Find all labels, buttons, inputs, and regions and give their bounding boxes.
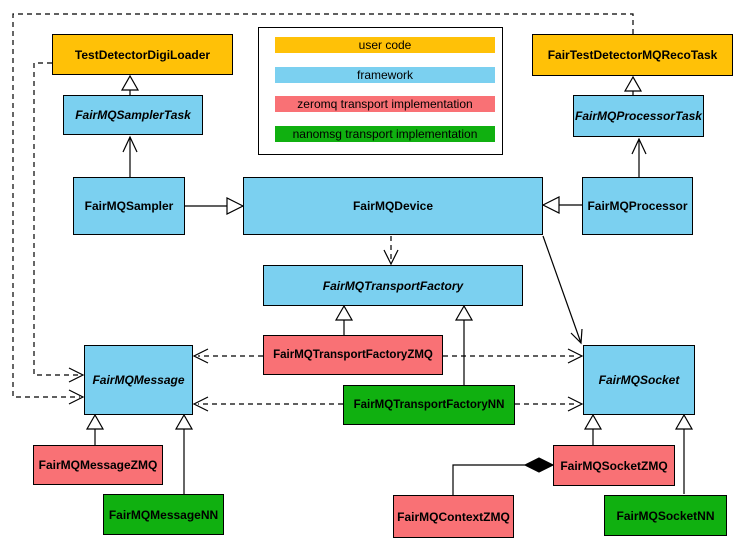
node-fairmq-socket: FairMQSocket xyxy=(583,345,695,415)
edge-device-transportfactory-dashed-arrow xyxy=(383,236,399,266)
edge-factorynn-socket-dashed-arrow xyxy=(515,396,584,412)
edge-factoryzmq-socket-dashed-arrow xyxy=(443,348,584,364)
edge-factoryzmq-message-dashed-arrow xyxy=(192,348,263,364)
node-test-detector-digi-loader: TestDetectorDigiLoader xyxy=(52,34,233,75)
edge-recotask-message-dashed-arrow xyxy=(12,13,634,405)
edge-socketzmq-socket-hollow-triangle xyxy=(583,413,603,445)
node-fairmq-device: FairMQDevice xyxy=(243,177,543,235)
node-fairmq-message: FairMQMessage xyxy=(84,345,193,415)
legend-box: user code framework zeromq transport imp… xyxy=(258,27,503,155)
edge-sampler-device-hollow-triangle xyxy=(185,197,245,215)
legend-item-nanomsg: nanomsg transport implementation xyxy=(275,126,495,142)
edge-samplertask-digiloader-hollow-triangle xyxy=(120,74,140,95)
edge-processor-device-hollow-triangle xyxy=(541,196,582,214)
node-fairmq-sampler: FairMQSampler xyxy=(73,177,185,235)
edge-contextzmq-socketzmq-filled-diamond xyxy=(452,457,555,495)
edge-processor-processortask-open-arrow xyxy=(631,137,647,177)
node-fairmq-socket-zmq: FairMQSocketZMQ xyxy=(553,445,675,486)
node-fairmq-transport-factory: FairMQTransportFactory xyxy=(263,265,523,306)
edge-factoryzmq-factory-hollow-triangle xyxy=(334,304,354,335)
node-fairmq-processor: FairMQProcessor xyxy=(582,177,693,235)
node-fairmq-processor-task: FairMQProcessorTask xyxy=(573,95,704,137)
edge-factorynn-message-dashed-arrow xyxy=(192,396,343,412)
node-fairmq-sampler-task: FairMQSamplerTask xyxy=(63,95,203,135)
node-fairmq-message-nn: FairMQMessageNN xyxy=(103,494,224,535)
edge-sampler-samplertask-open-arrow xyxy=(122,135,138,177)
edge-device-socket-open-arrow xyxy=(542,235,583,345)
edge-messagezmq-message-hollow-triangle xyxy=(85,413,105,445)
legend-item-zeromq: zeromq transport implementation xyxy=(275,96,495,112)
node-fairmq-socket-nn: FairMQSocketNN xyxy=(604,495,727,536)
edge-socketnn-socket-hollow-triangle xyxy=(674,413,694,494)
node-fairmq-transport-factory-zmq: FairMQTransportFactoryZMQ xyxy=(263,335,443,375)
node-fairmq-transport-factory-nn: FairMQTransportFactoryNN xyxy=(343,385,515,425)
edge-digiloader-message-dashed-arrow xyxy=(33,62,85,383)
legend-item-framework: framework xyxy=(275,67,495,83)
legend-item-user-code: user code xyxy=(275,37,495,53)
node-fairmq-message-zmq: FairMQMessageZMQ xyxy=(33,445,163,485)
node-fair-test-detector-mq-reco-task: FairTestDetectorMQRecoTask xyxy=(532,34,733,76)
edge-processortask-recotask-hollow-triangle xyxy=(623,75,643,95)
node-fairmq-context-zmq: FairMQContextZMQ xyxy=(393,495,514,538)
edge-factorynn-factory-hollow-triangle xyxy=(454,304,474,385)
edge-messagenn-message-hollow-triangle xyxy=(174,413,194,494)
